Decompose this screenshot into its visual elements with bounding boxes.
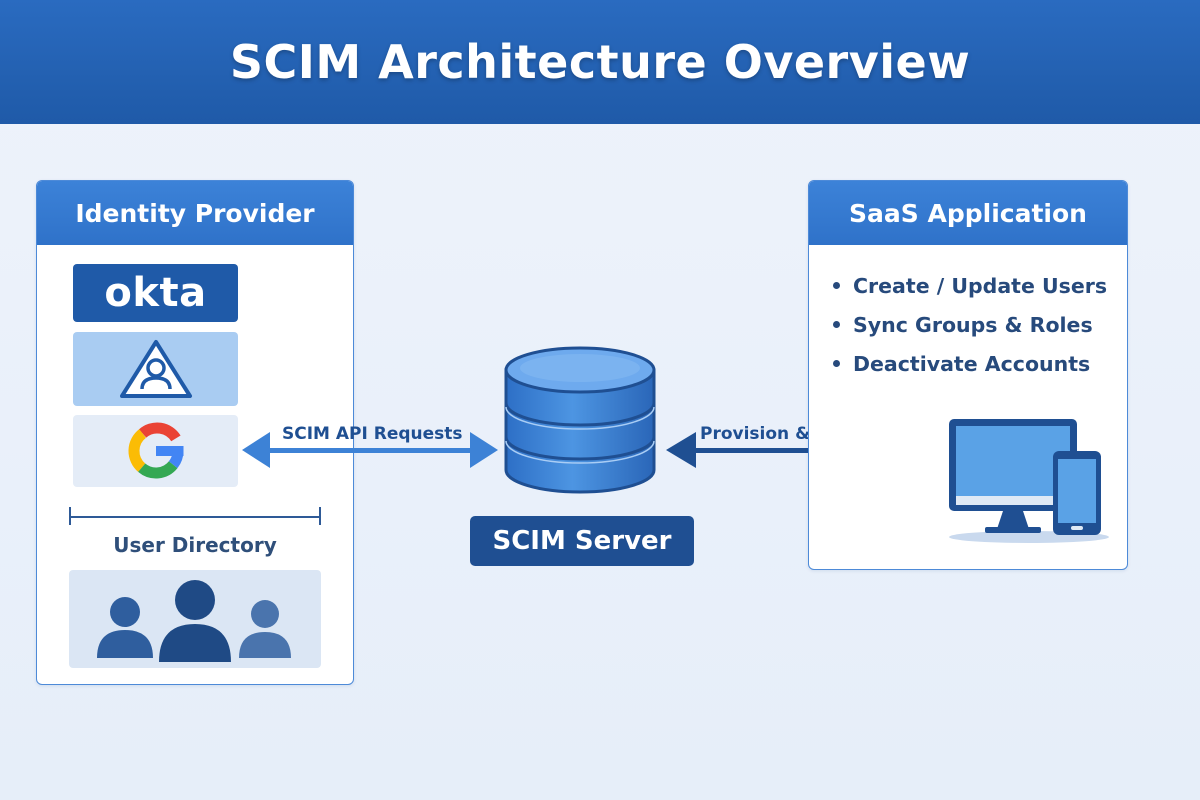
azure-provider-tile[interactable] <box>73 332 238 406</box>
desktop-and-phone-icon <box>949 419 1109 543</box>
user-directory-tile[interactable] <box>69 570 321 668</box>
okta-provider-tile[interactable]: okta <box>73 264 238 322</box>
directory-connector-tick <box>319 507 321 525</box>
bullet-icon <box>833 321 840 328</box>
google-g-logo <box>128 422 183 479</box>
feature-text: Deactivate Accounts <box>853 351 1091 376</box>
directory-connector-line <box>69 516 321 518</box>
feature-text: Sync Groups & Roles <box>853 312 1093 337</box>
user-directory-label: User Directory <box>113 533 277 557</box>
list-item: Deactivate Accounts <box>833 344 1107 383</box>
scim-api-requests-arrow <box>242 432 498 468</box>
list-item: Sync Groups & Roles <box>833 305 1107 344</box>
identity-provider-panel: Identity Provider okta User Directory <box>36 180 354 685</box>
bullet-icon <box>833 360 840 367</box>
feature-text: Create / Update Users <box>853 273 1108 298</box>
database-icon <box>504 346 656 494</box>
list-item: Create / Update Users <box>833 266 1107 305</box>
scim-api-requests-label: SCIM API Requests <box>282 424 463 444</box>
saas-application-title: SaaS Application <box>809 181 1127 245</box>
bullet-icon <box>833 282 840 289</box>
azure-user-triangle-icon <box>119 340 192 398</box>
google-provider-tile[interactable] <box>73 415 238 487</box>
header-banner: SCIM Architecture Overview <box>0 0 1200 124</box>
page-title: SCIM Architecture Overview <box>229 35 971 89</box>
directory-connector-tick <box>69 507 71 525</box>
saas-feature-list: Create / Update Users Sync Groups & Role… <box>833 266 1107 383</box>
saas-application-panel: SaaS Application Create / Update Users S… <box>808 180 1128 570</box>
okta-logo: okta <box>104 270 207 316</box>
identity-provider-title: Identity Provider <box>37 181 353 245</box>
users-group-icon <box>97 580 291 662</box>
scim-server-label: SCIM Server <box>470 516 694 566</box>
